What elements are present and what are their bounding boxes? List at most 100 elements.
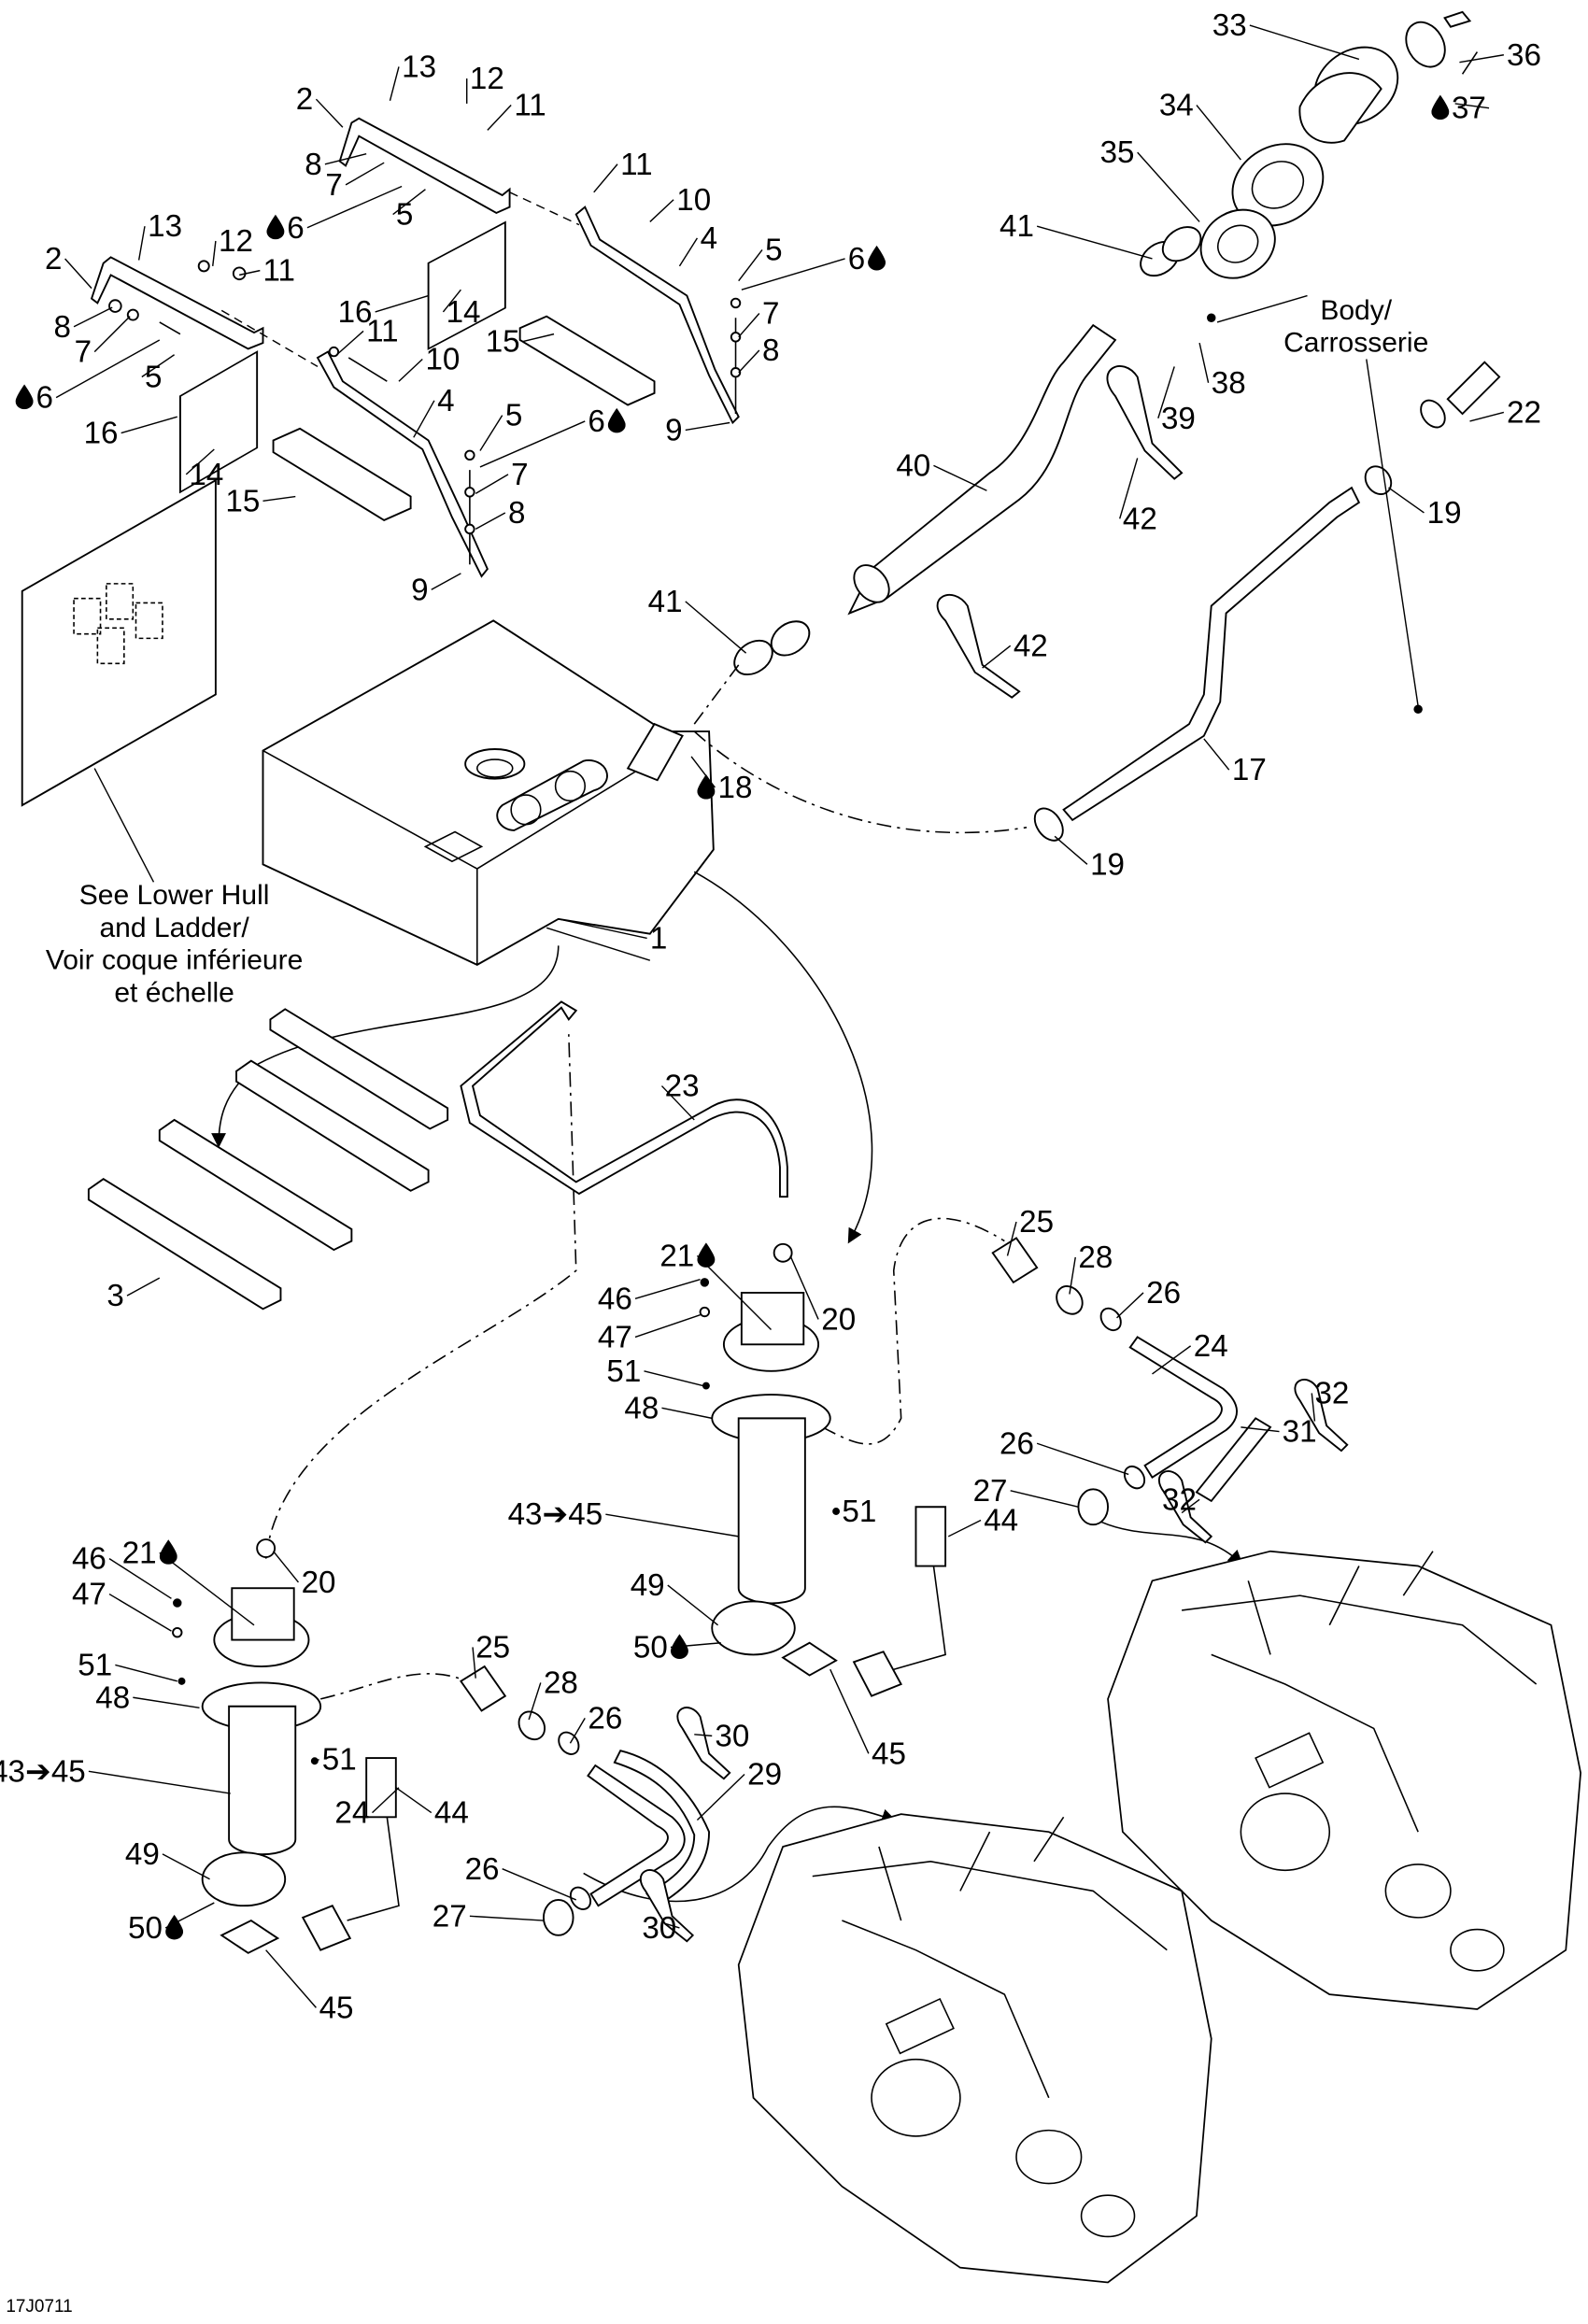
note-see-lower-hull: See Lower Hull and Ladder/ Voir coque in… <box>46 880 303 1008</box>
callout-47: 47 <box>72 1578 106 1612</box>
leader-line <box>372 1787 400 1814</box>
callout-6: 6 <box>15 381 53 416</box>
plate-16-right <box>427 220 506 350</box>
callout-number: 46 <box>598 1282 632 1316</box>
leader-line <box>664 1922 680 1929</box>
callout-4: 4 <box>437 384 454 418</box>
callout-27: 27 <box>432 1899 467 1934</box>
fluid-drop-icon <box>607 407 626 433</box>
callout-number: 41 <box>648 585 683 619</box>
leader-line <box>115 1664 177 1682</box>
callout-number: 25 <box>475 1631 510 1665</box>
callout-39: 39 <box>1161 402 1196 436</box>
foam-strips-3 <box>87 1008 449 1311</box>
pad-15-right <box>518 315 656 406</box>
callout-19: 19 <box>1427 496 1462 531</box>
callout-number: 5 <box>145 361 162 395</box>
callout-number: 11 <box>620 148 652 182</box>
callout-number: 43➔45 <box>508 1497 603 1532</box>
callout-46: 46 <box>72 1542 106 1577</box>
callout-36: 36 <box>1507 38 1541 73</box>
callout-40: 40 <box>896 448 930 483</box>
callout-number: 35 <box>1100 135 1135 170</box>
callout-10: 10 <box>425 343 460 377</box>
leader-line <box>694 1734 713 1737</box>
leader-line <box>185 448 215 475</box>
leader-line <box>413 400 435 438</box>
bracket-assembly-left <box>90 256 489 578</box>
callout-28: 28 <box>544 1666 578 1701</box>
callout-number: 23 <box>665 1070 700 1104</box>
leader-line <box>442 289 461 313</box>
leader-line <box>469 1915 544 1921</box>
callout-number: 5 <box>765 234 782 268</box>
leader-line <box>678 237 699 267</box>
callout-30: 30 <box>715 1719 749 1753</box>
callout-34: 34 <box>1159 89 1194 123</box>
note-line-1: See Lower Hull <box>79 880 270 911</box>
leader-line <box>667 1584 719 1626</box>
callout-13: 13 <box>402 50 436 84</box>
callout-number: 22 <box>1507 396 1541 431</box>
callout-number: 51 <box>322 1743 357 1778</box>
callout-11: 11 <box>620 148 652 182</box>
note-line-3: Voir coque inférieure <box>46 945 303 976</box>
callout-number: 47 <box>72 1578 106 1612</box>
callout-number: 2 <box>296 82 313 117</box>
callout-number: 10 <box>676 183 711 218</box>
callout-number: 6 <box>848 242 865 276</box>
callout-41: 41 <box>1000 209 1034 244</box>
leader-line <box>395 1787 432 1814</box>
leader-line <box>1181 1498 1200 1514</box>
callout-number: 17 <box>1232 753 1267 787</box>
leader-line <box>644 1370 703 1387</box>
leader-line <box>1116 1292 1144 1319</box>
leader-line <box>1036 1442 1129 1476</box>
fuel-tank <box>262 619 715 966</box>
callout-number: 9 <box>411 573 428 607</box>
callout-number: 49 <box>631 1568 665 1603</box>
leader-line <box>479 420 586 468</box>
callout-50: 50 <box>128 1911 184 1946</box>
figure-id: 17J0711 <box>6 2297 72 2317</box>
callout-number: 26 <box>1146 1276 1181 1311</box>
callout-number: 6 <box>287 211 304 246</box>
leader-line <box>982 645 1012 669</box>
leader-line <box>741 258 845 290</box>
callout-32: 32 <box>1314 1377 1349 1411</box>
callout-1: 1 <box>650 921 667 956</box>
callout-45: 45 <box>872 1736 906 1771</box>
leader-line <box>1459 54 1504 64</box>
leader-line <box>88 1770 231 1794</box>
callout-5: 5 <box>765 234 782 268</box>
leader-line <box>1198 342 1210 383</box>
bracket-2-left <box>90 256 264 350</box>
callout-49: 49 <box>631 1568 665 1603</box>
callout-26: 26 <box>1146 1276 1181 1311</box>
callout-21: 21 <box>659 1239 716 1273</box>
callout-number: 39 <box>1161 402 1196 436</box>
callout-number: 21 <box>659 1239 694 1273</box>
callout-2: 2 <box>296 82 313 117</box>
callout-number: 2 <box>45 242 62 276</box>
callout-number: 13 <box>402 50 436 84</box>
body-line-2: Carrosserie <box>1283 328 1428 359</box>
callout-number: 11 <box>366 315 398 349</box>
leader-line <box>159 1552 255 1626</box>
callout-number: 42 <box>1123 502 1157 536</box>
leader-line <box>239 269 261 276</box>
callout-41: 41 <box>648 585 683 619</box>
leader-line <box>345 162 385 186</box>
callout-number: 10 <box>425 343 460 377</box>
fluid-drop-icon <box>670 1634 688 1659</box>
callout-44: 44 <box>434 1796 469 1831</box>
callout-11: 11 <box>514 89 546 123</box>
leader-line <box>947 1519 982 1538</box>
callout-number: 51 <box>606 1354 641 1389</box>
callout-number: 20 <box>302 1566 336 1600</box>
callout-25: 25 <box>1019 1205 1054 1240</box>
callout-number: 46 <box>72 1542 106 1577</box>
callout-9: 9 <box>665 413 682 447</box>
leader-line <box>392 189 426 216</box>
callout-number: 50 <box>128 1911 163 1946</box>
